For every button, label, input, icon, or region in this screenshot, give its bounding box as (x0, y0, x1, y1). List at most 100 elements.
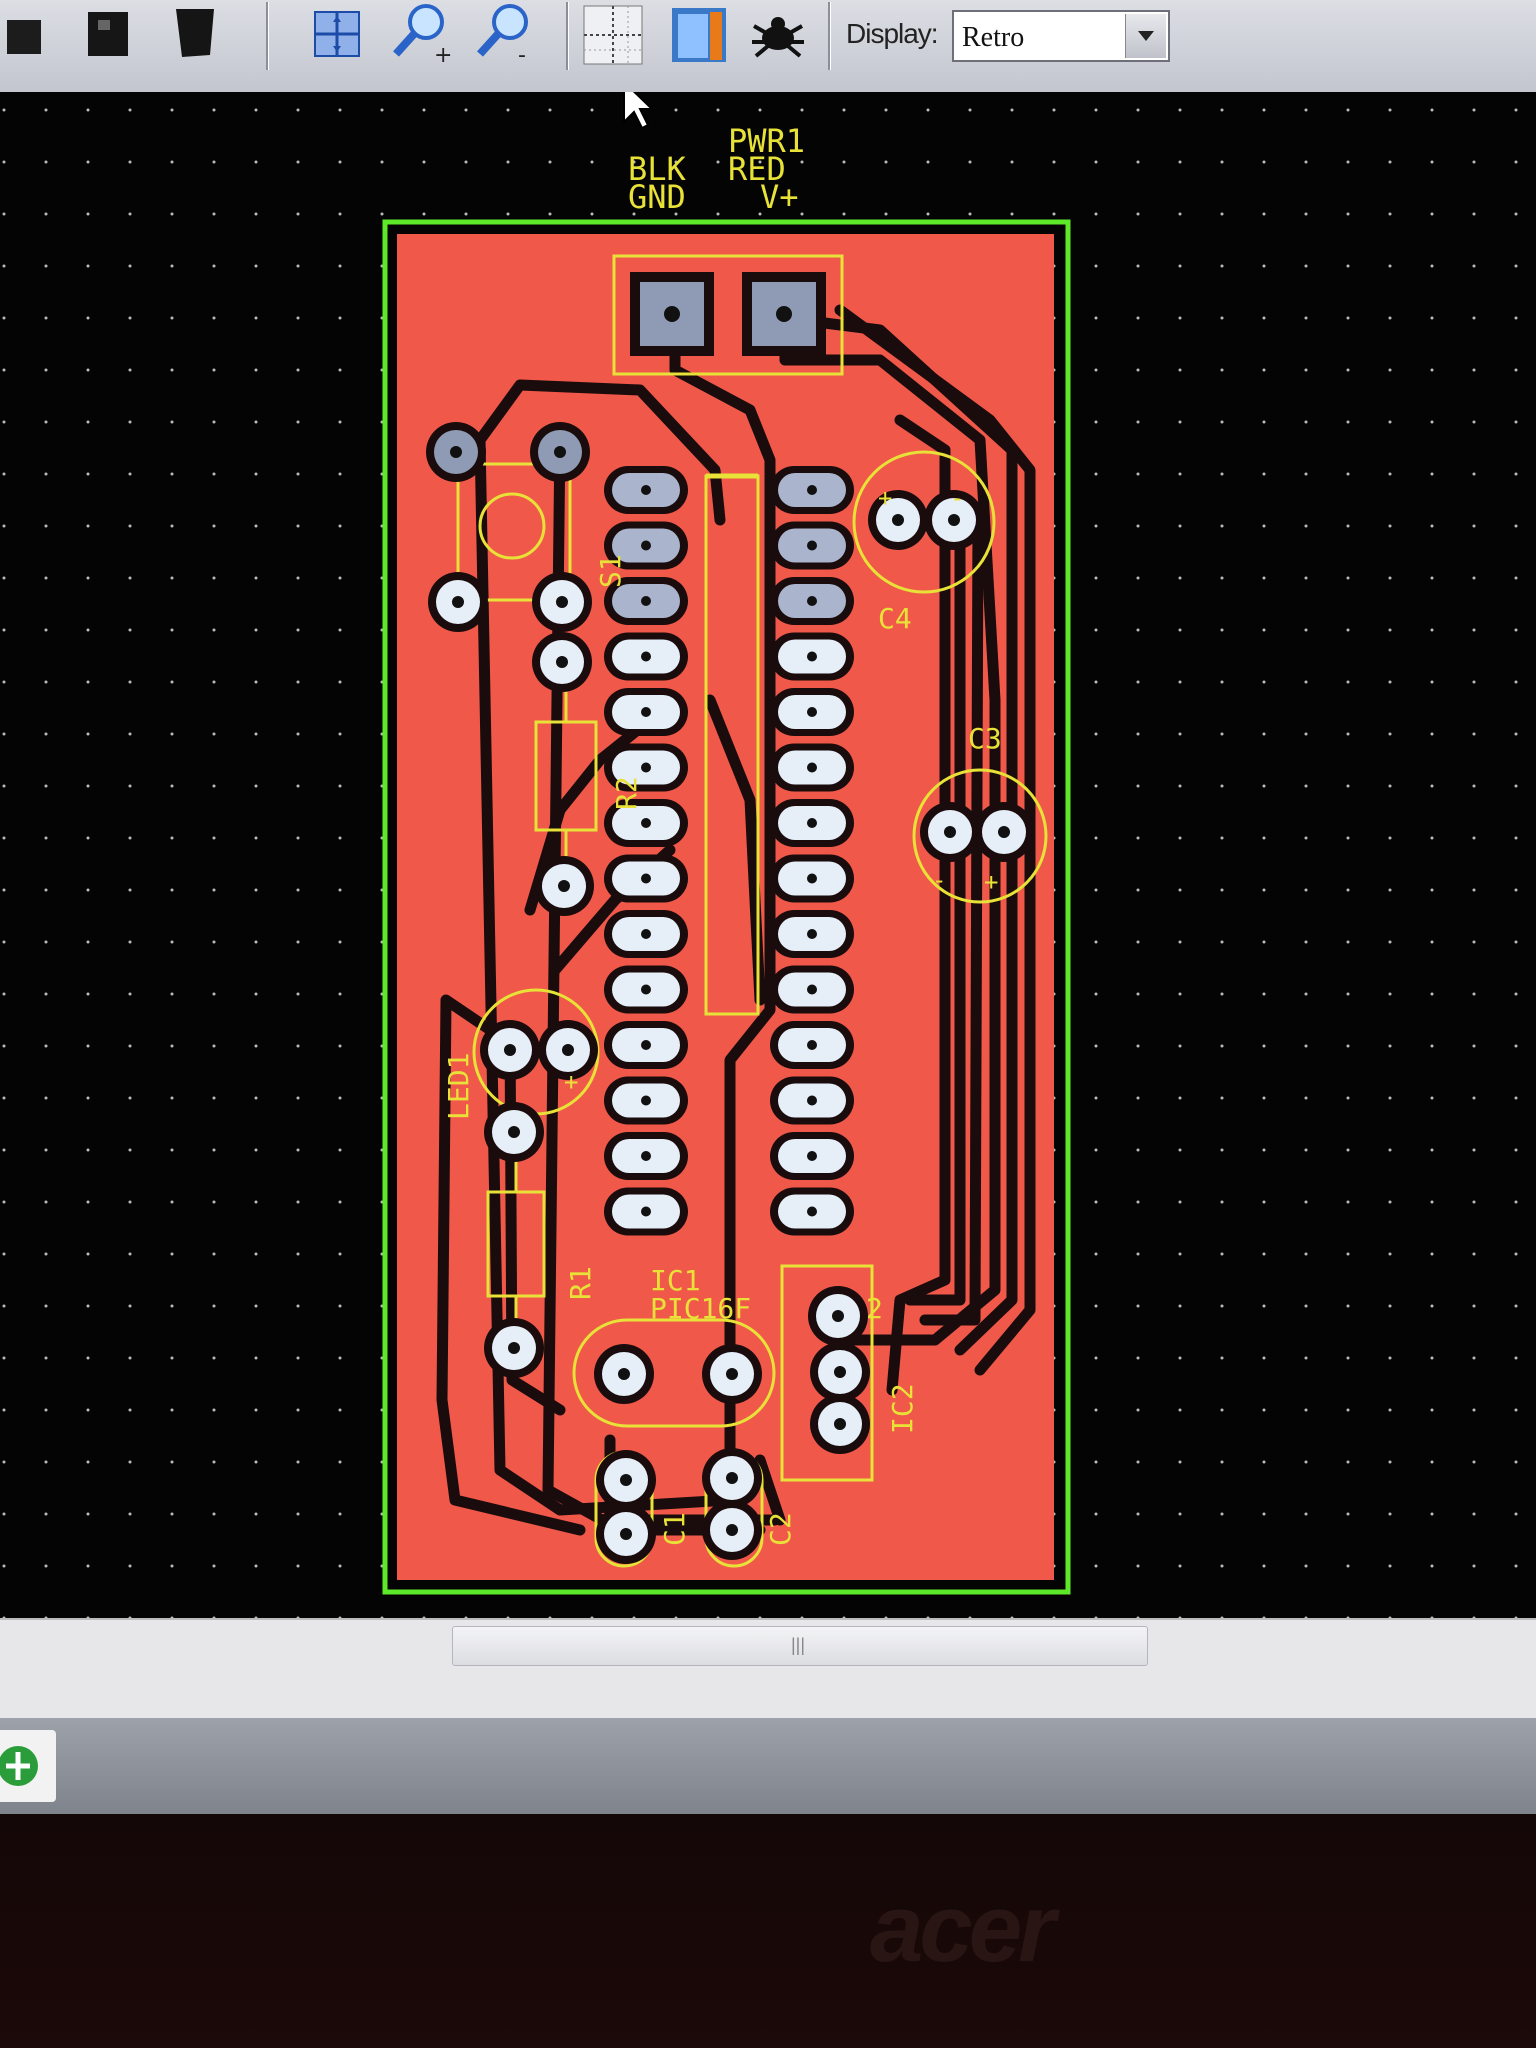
component-icon-2 (176, 9, 214, 57)
grid-button[interactable] (582, 4, 644, 66)
ic1-pin-26[interactable] (770, 1076, 854, 1125)
c3-label: C3 (968, 722, 1002, 755)
mouse-cursor-icon (623, 79, 655, 130)
ic1-pin-4[interactable] (604, 632, 688, 681)
ic1-pin-28[interactable] (770, 1187, 854, 1236)
s1-pad-2[interactable] (530, 422, 590, 482)
ic1-pin-18[interactable] (770, 632, 854, 681)
c2-label: C2 (764, 1512, 797, 1546)
r2-pad-6[interactable] (534, 856, 594, 916)
ic2-pad-19[interactable] (810, 1394, 870, 1454)
layer-color-icon (672, 8, 726, 62)
round-pads[interactable] (426, 422, 1034, 1564)
s1-pad-3[interactable] (428, 572, 488, 632)
s1-pad-1[interactable] (426, 422, 486, 482)
c1-label: C1 (658, 1512, 691, 1546)
ic1-pin-10[interactable] (604, 965, 688, 1014)
r2-pad-5[interactable] (532, 632, 592, 692)
blk-label: BLK (628, 150, 687, 188)
monitor-brand-logo: acer (870, 1875, 1056, 1982)
ic2-pad-17[interactable] (808, 1286, 868, 1346)
led1-pad-12[interactable] (538, 1020, 598, 1080)
ic1-part-suffix: 2 (866, 1292, 883, 1325)
ic1-pin-9[interactable] (604, 910, 688, 958)
ic1-pin-5[interactable] (604, 688, 688, 736)
ic1-pin-14[interactable] (604, 1187, 688, 1236)
c3-pad-9[interactable] (920, 802, 980, 862)
ic1-pin-15[interactable] (770, 466, 854, 514)
ic1-pin-8[interactable] (604, 854, 688, 903)
ic1-pin-21[interactable] (770, 799, 854, 847)
ic1-pin-12[interactable] (604, 1076, 688, 1125)
ic1-part-label: PIC16F (650, 1292, 751, 1325)
c3-plus: + (984, 868, 998, 896)
tool-button[interactable] (0, 4, 56, 66)
r1-label: R1 (564, 1266, 597, 1300)
r1-pad-14[interactable] (484, 1318, 544, 1378)
ic1-pin-2[interactable] (604, 521, 688, 570)
led1-pad-11[interactable] (480, 1020, 540, 1080)
c1-pad-21[interactable] (596, 1504, 656, 1564)
c4-pad-7[interactable] (868, 490, 928, 550)
pcb-canvas[interactable]: PWR1 BLK RED GND V+ C4 C3 IC1 PIC16F 2 +… (0, 79, 1536, 1618)
start-button[interactable] (0, 1730, 56, 1802)
grid-icon (583, 5, 643, 65)
vplus-label: V+ (760, 178, 799, 216)
ic1-pin-19[interactable] (770, 688, 854, 736)
display-label: Display: (846, 18, 939, 49)
svg-text:-: - (518, 43, 526, 66)
svg-text:+: + (434, 43, 452, 66)
ic1-pin-22[interactable] (770, 854, 854, 903)
s1-pad-4[interactable] (532, 572, 592, 632)
ic1-pin-23[interactable] (770, 910, 854, 958)
layer-color-button[interactable] (668, 4, 730, 66)
toolbar-separator-2 (566, 2, 569, 70)
ic1-pin-1[interactable] (604, 466, 688, 514)
c3-minus: - (932, 866, 946, 894)
ic1-pin-27[interactable] (770, 1132, 854, 1180)
app-icon (0, 1746, 38, 1786)
c2-pad-23[interactable] (702, 1500, 762, 1560)
c4-minus: - (950, 484, 964, 512)
zoom-fit-button[interactable] (306, 4, 368, 66)
power-connector[interactable] (630, 272, 826, 356)
x1-pad-16[interactable] (702, 1344, 762, 1404)
x1-pad-15[interactable] (594, 1344, 654, 1404)
r1-pad-13[interactable] (484, 1102, 544, 1162)
ic1-pin-16[interactable] (770, 521, 854, 570)
ic1-pin-6[interactable] (604, 743, 688, 792)
display-select-arrow[interactable] (1125, 14, 1166, 58)
c4-pad-8[interactable] (924, 490, 984, 550)
bug-button[interactable] (748, 4, 810, 66)
chevron-down-icon (1138, 31, 1154, 41)
toolbar: + - Display: Ret (0, 0, 1536, 94)
tool-icon (7, 20, 41, 54)
zoom-out-icon: - (477, 4, 528, 66)
ic1-pin-11[interactable] (604, 1021, 688, 1069)
pcb-layout[interactable]: PWR1 BLK RED GND V+ C4 C3 IC1 PIC16F 2 +… (0, 79, 1536, 1618)
gnd-label: GND (628, 178, 686, 216)
taskbar (0, 1718, 1536, 1814)
c3-pad-10[interactable] (974, 802, 1034, 862)
ic1-pin-25[interactable] (770, 1021, 854, 1069)
c4-label: C4 (878, 602, 912, 635)
ic1-pin-13[interactable] (604, 1132, 688, 1180)
ic1-pin-17[interactable] (770, 577, 854, 625)
ic1-pin-20[interactable] (770, 743, 854, 792)
scrollbar-thumb[interactable]: ||| (452, 1626, 1148, 1666)
horizontal-scrollbar[interactable]: ||| (0, 1618, 1536, 1720)
zoom-fit-icon (314, 11, 360, 57)
c1-pad-20[interactable] (596, 1450, 656, 1510)
pwr-label: PWR1 (728, 122, 805, 160)
ic1-pin-3[interactable] (604, 577, 688, 625)
zoom-out-button[interactable]: - (474, 4, 536, 66)
ic1-pin-24[interactable] (770, 965, 854, 1014)
c2-pad-22[interactable] (702, 1448, 762, 1508)
zoom-in-button[interactable]: + (390, 4, 452, 66)
display-select[interactable]: Retro (952, 10, 1170, 62)
component-button[interactable] (76, 4, 138, 66)
ic1-pads[interactable] (604, 466, 854, 1236)
component-button-2[interactable] (164, 4, 226, 66)
ic2-pad-18[interactable] (810, 1342, 870, 1402)
ic1-pin-7[interactable] (604, 799, 688, 847)
